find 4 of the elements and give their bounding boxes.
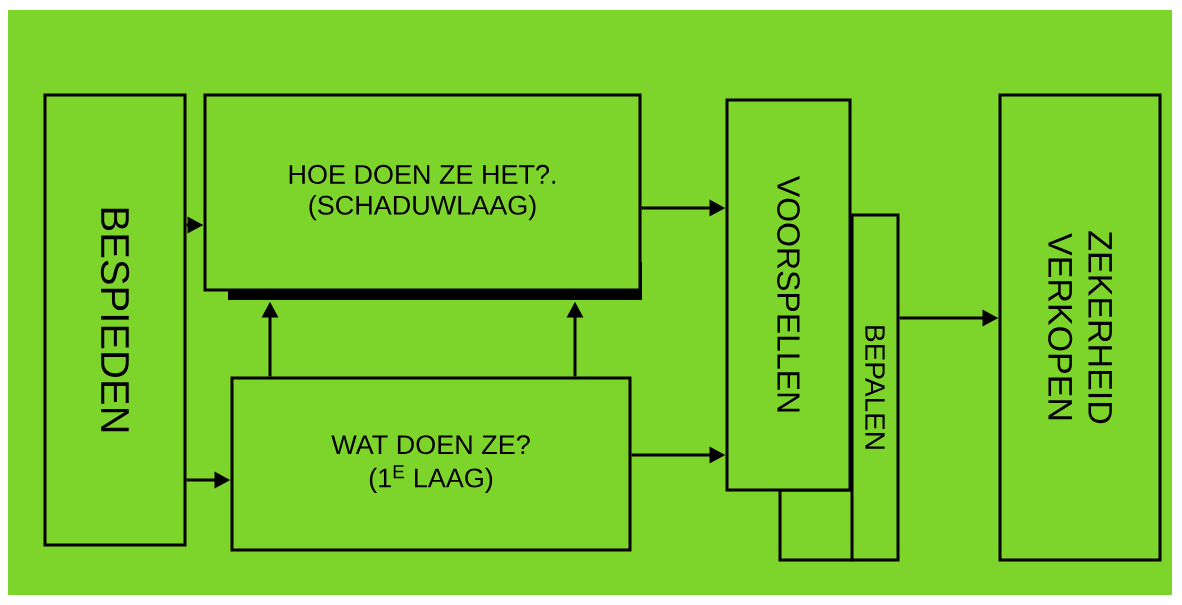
process-box: HOE DOEN ZE HET?. (SCHADUWLAAG)	[203, 93, 642, 300]
vertical-box: BESPIEDEN	[43, 93, 187, 547]
vertical-box: ZEKERHEID VERKOPEN	[998, 93, 1162, 562]
process-box: WAT DOEN ZE? (1$^{E}$ LAAG)	[230, 376, 632, 552]
